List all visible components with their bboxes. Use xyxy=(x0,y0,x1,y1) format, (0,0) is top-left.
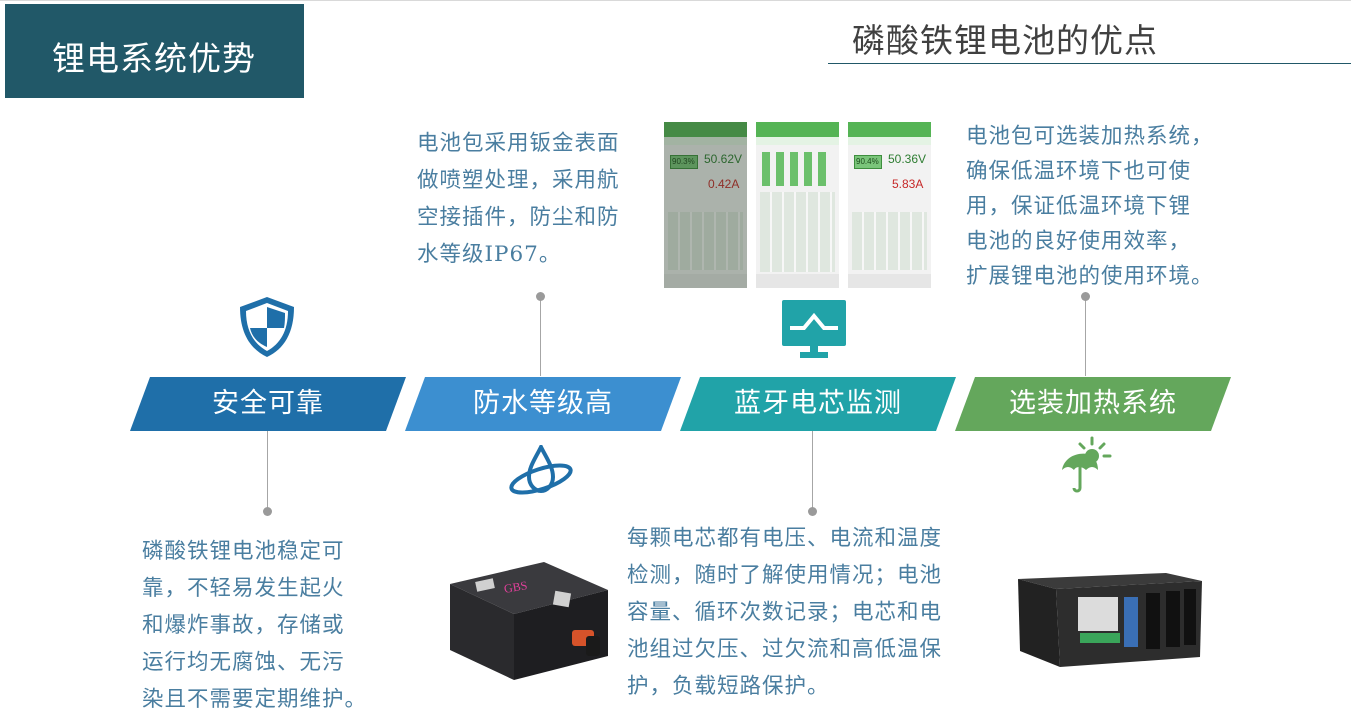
connector-line xyxy=(1085,296,1086,376)
connector-dot xyxy=(1081,292,1090,301)
section-title: 锂电系统优势 xyxy=(52,39,256,78)
waterproof-line: 水等级IP67。 xyxy=(417,242,562,267)
waterproof-description: 电池包采用钣金表面 做喷塑处理，采用航 空接插件，防尘和防 水等级IP67。 xyxy=(417,125,620,273)
feature-label: 选装加热系统 xyxy=(1009,388,1177,419)
bluetooth-line: 每颗电芯都有电压、电流和温度 xyxy=(627,526,943,551)
safety-line: 和爆炸事故，存储或 xyxy=(142,613,345,638)
heating-description: 电池包可选装加热系统， 确保低温环境下也可使 用，保证低温环境下锂 电池的良好使… xyxy=(966,119,1214,294)
safety-line: 染且不需要定期维护。 xyxy=(142,687,368,712)
feature-banner-bluetooth: 蓝牙电芯监测 xyxy=(680,377,956,431)
heating-line: 扩展锂电池的使用环境。 xyxy=(966,264,1214,289)
sun-umbrella-icon xyxy=(1058,436,1112,500)
bluetooth-line: 池组过欠压、过欠流和高低温保 xyxy=(627,637,943,662)
monitor-icon xyxy=(782,300,846,364)
connector-line xyxy=(540,296,541,376)
waterproof-line: 电池包采用钣金表面 xyxy=(417,131,620,156)
app-screenshot xyxy=(756,122,839,288)
connector-dot xyxy=(263,507,272,516)
app-screenshot: 90.3% 50.62V 0.42A xyxy=(664,122,747,288)
waterproof-line: 空接插件，防尘和防 xyxy=(417,205,620,230)
connector-dot xyxy=(808,507,817,516)
battery-pack-image: GBS xyxy=(444,556,614,686)
feature-banner-waterproof: 防水等级高 xyxy=(405,377,681,431)
heating-line: 确保低温环境下也可使 xyxy=(966,159,1192,184)
heating-line: 电池的良好使用效率， xyxy=(966,229,1192,254)
shield-icon xyxy=(236,295,298,363)
connector-dot xyxy=(536,292,545,301)
bluetooth-line: 护，负载短路保护。 xyxy=(627,674,830,699)
water-drop-icon xyxy=(507,442,575,501)
top-rule xyxy=(0,0,1351,1)
safety-line: 运行均无腐蚀、无污 xyxy=(142,650,345,675)
feature-banner-safety: 安全可靠 xyxy=(130,377,406,431)
soc-value: 90.3% xyxy=(672,157,695,166)
voltage-value: 50.62V xyxy=(704,152,743,166)
power-system-image xyxy=(1016,573,1202,673)
app-screenshot: 90.4% 50.36V 5.83A xyxy=(848,122,931,288)
safety-line: 靠，不轻易发生起火 xyxy=(142,576,345,601)
bluetooth-line: 检测，随时了解使用情况；电池 xyxy=(627,563,943,588)
soc-value: 90.4% xyxy=(856,157,879,166)
heating-line: 电池包可选装加热系统， xyxy=(966,124,1214,149)
safety-line: 磷酸铁锂电池稳定可 xyxy=(142,539,345,564)
slide-title: 磷酸铁锂电池的优点 xyxy=(852,21,1158,60)
feature-label: 蓝牙电芯监测 xyxy=(734,388,902,419)
feature-banner-heating: 选装加热系统 xyxy=(955,377,1231,431)
connector-line xyxy=(267,431,268,511)
waterproof-line: 做喷塑处理，采用航 xyxy=(417,168,620,193)
section-title-box: 锂电系统优势 xyxy=(5,4,304,98)
slide-title-underline xyxy=(828,63,1351,64)
connector-line xyxy=(812,431,813,511)
bluetooth-line: 容量、循环次数记录；电芯和电 xyxy=(627,600,943,625)
heating-line: 用，保证低温环境下锂 xyxy=(966,194,1192,219)
current-value: 0.42A xyxy=(708,177,740,191)
current-value: 5.83A xyxy=(892,177,924,191)
voltage-value: 50.36V xyxy=(888,152,927,166)
bluetooth-description: 每颗电芯都有电压、电流和温度 检测，随时了解使用情况；电池 容量、循环次数记录；… xyxy=(627,520,942,705)
feature-label: 安全可靠 xyxy=(212,388,324,419)
safety-description: 磷酸铁锂电池稳定可 靠，不轻易发生起火 和爆炸事故，存储或 运行均无腐蚀、无污 … xyxy=(142,533,367,718)
feature-label: 防水等级高 xyxy=(473,388,613,419)
